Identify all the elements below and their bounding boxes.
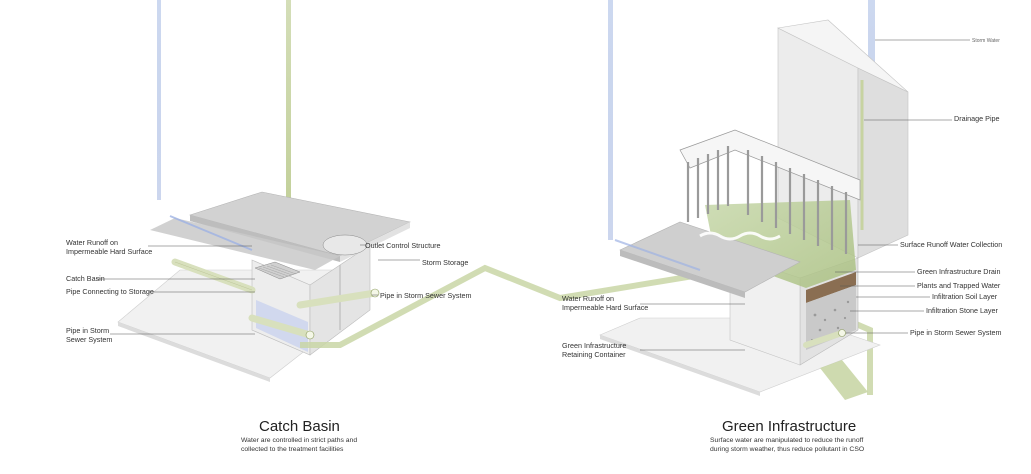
label-gi-pipe-storm-sewer: Pipe in Storm Sewer System	[910, 328, 1001, 337]
gi-title: Green Infrastructure	[722, 418, 856, 435]
pipe-end-left	[306, 331, 314, 339]
label-pipe-storm-2: Sewer System	[66, 335, 112, 344]
label-pipe-storm-sewer: Pipe in Storm Sewer System	[380, 291, 471, 300]
catch-basin-description-2: collected to the treatment facilities	[241, 446, 344, 453]
label-stone-layer: Infiltration Stone Layer	[926, 306, 999, 315]
green-flow-exit	[820, 360, 868, 400]
label-retaining-2: Retaining Container	[562, 350, 626, 359]
gi-description-1: Surface water are manipulated to reduce …	[710, 437, 863, 444]
label-storm-storage: Storm Storage	[422, 258, 468, 267]
rain-column-blue	[157, 0, 161, 200]
label-catch-basin: Catch Basin	[66, 274, 105, 283]
pipe-end-right	[371, 289, 379, 297]
label-gi-water-runoff-2: Impermeable Hard Surface	[562, 303, 648, 312]
label-drainage-pipe: Drainage Pipe	[954, 114, 1000, 123]
label-surface-runoff: Surface Runoff Water Collection	[900, 240, 1002, 249]
gi-description-2: during storm weather, thus reduce pollut…	[710, 446, 864, 453]
green-infrastructure-illustration	[600, 0, 908, 400]
building-wall-side	[858, 68, 908, 258]
label-gi-drain: Green Infrastructure Drain	[917, 267, 1001, 276]
catch-basin-title: Catch Basin	[259, 418, 340, 435]
gi-rain-column-blue	[608, 0, 613, 240]
catch-basin-description-1: Water are controlled in strict paths and	[241, 437, 357, 444]
label-soil-layer: Infiltration Soil Layer	[932, 292, 998, 301]
label-plants-water: Plants and Trapped Water	[917, 281, 1001, 290]
label-pipe-connecting: Pipe Connecting to Storage	[66, 287, 154, 296]
label-outlet-control: Outlet Control Structure	[365, 241, 441, 250]
gi-pipe-end	[839, 330, 846, 337]
label-water-runoff-1: Water Runoff on	[66, 238, 118, 247]
rain-column-green	[286, 0, 291, 205]
label-water-runoff-2: Impermeable Hard Surface	[66, 247, 152, 256]
label-pipe-storm-1: Pipe in Storm	[66, 326, 109, 335]
label-storm-water: Storm Water	[972, 38, 1000, 44]
label-gi-water-runoff-1: Water Runoff on	[562, 294, 614, 303]
label-retaining-1: Green Infrastructure	[562, 341, 626, 350]
